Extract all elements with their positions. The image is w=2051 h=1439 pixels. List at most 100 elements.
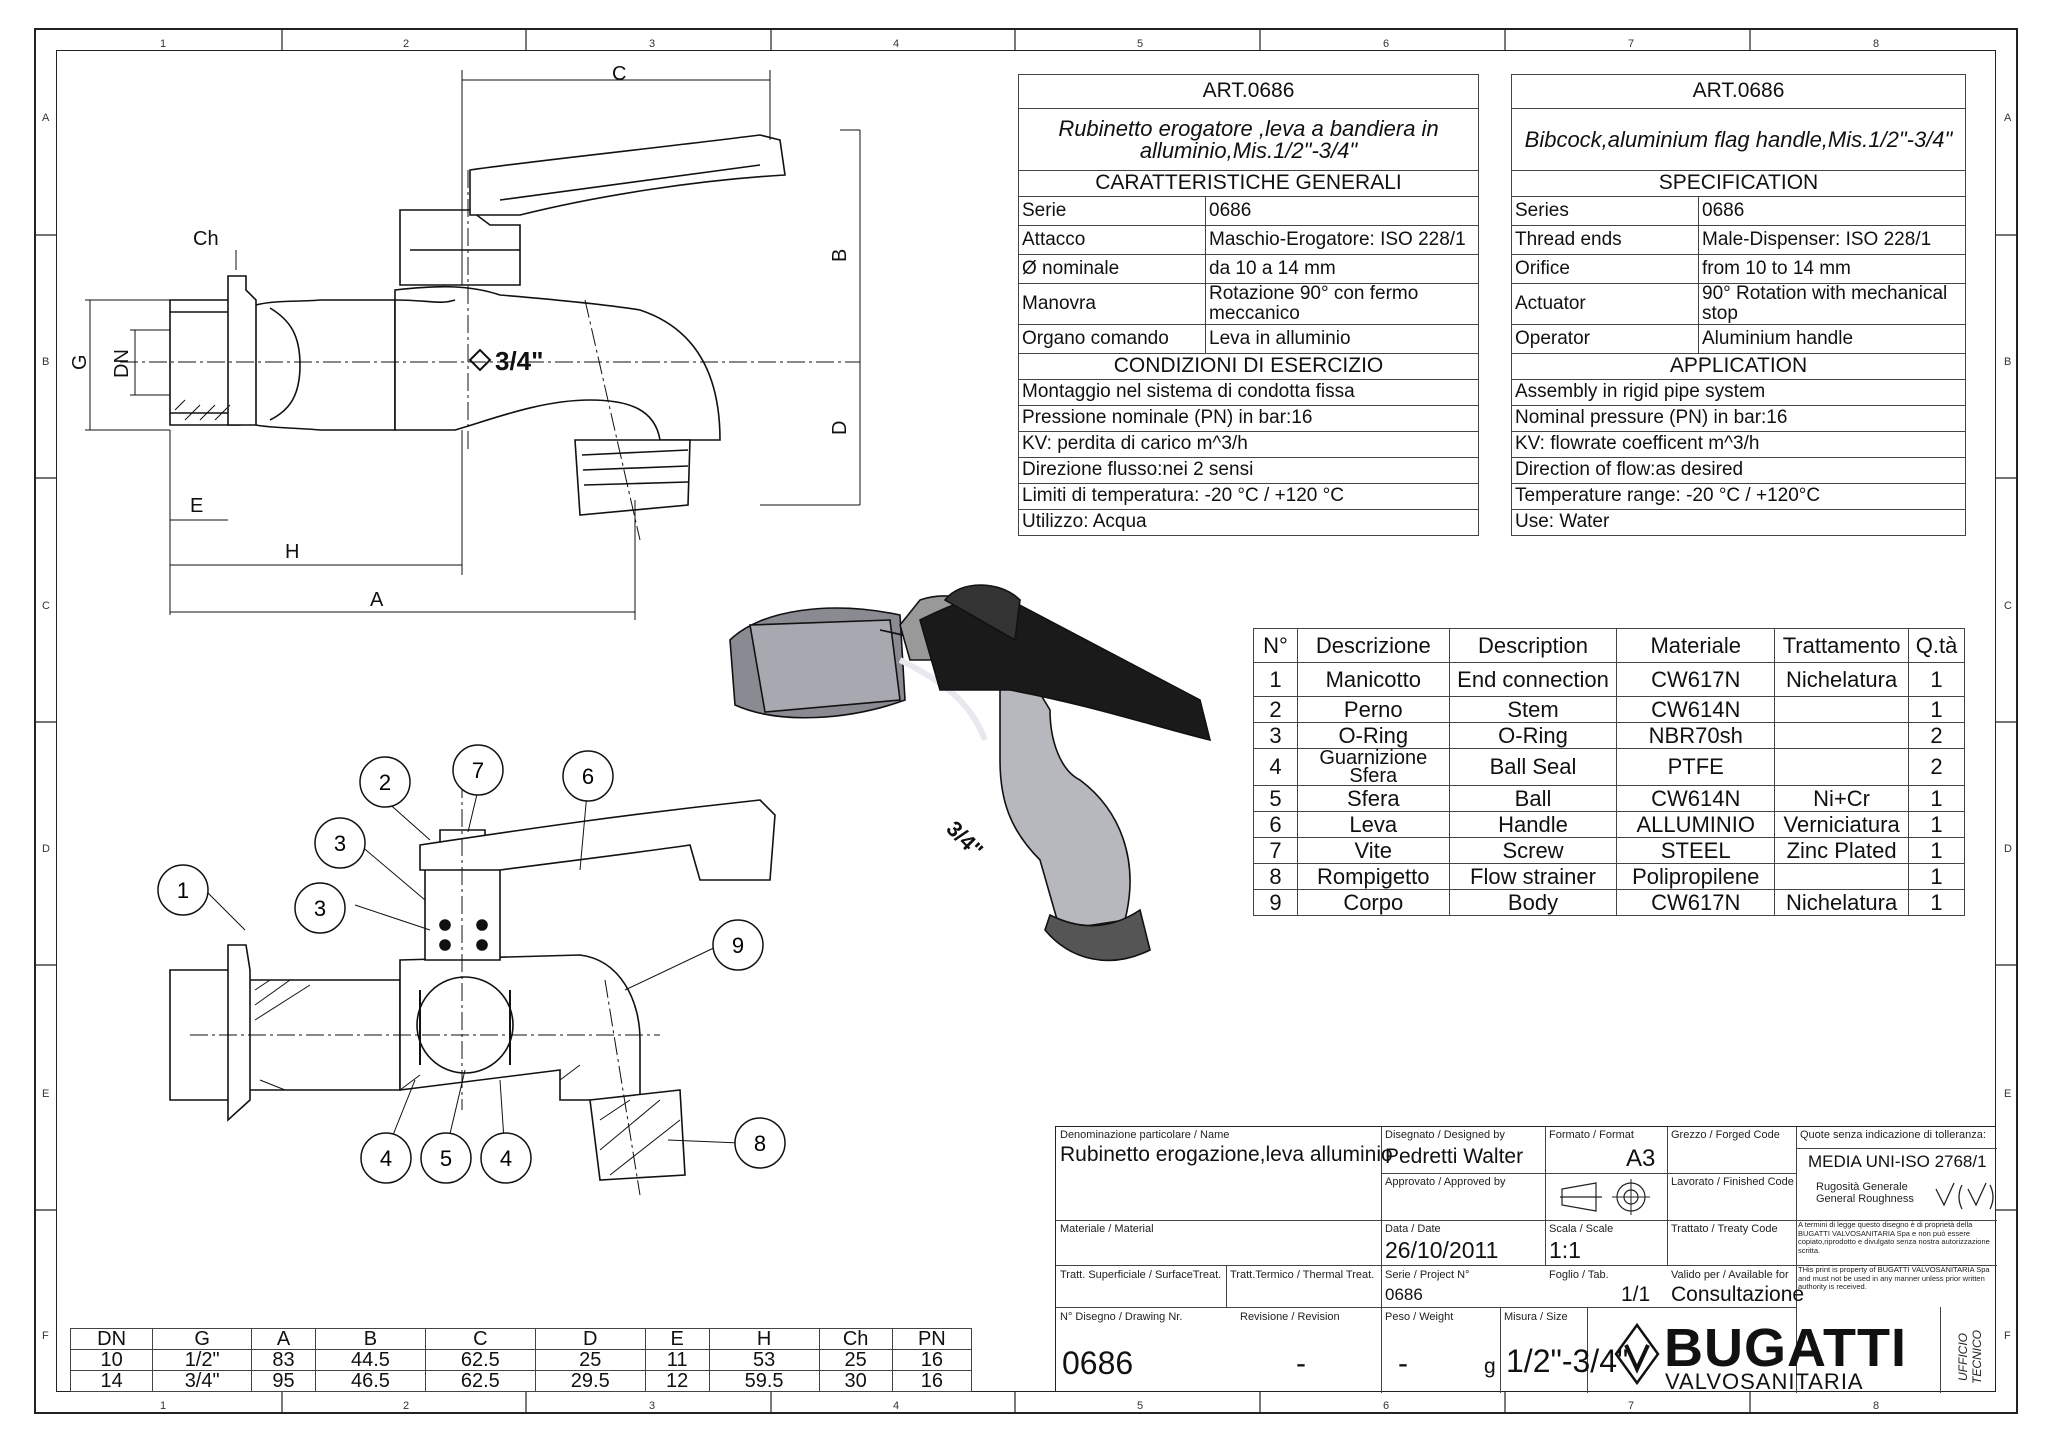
zone-row-label: A [42, 112, 50, 124]
spec-key: Ø nominale [1018, 254, 1206, 284]
zone-row-label: C [42, 600, 50, 612]
tb-finished-label: Lavorato / Finished Code [1671, 1176, 1794, 1188]
dim-e-label: E [190, 495, 203, 517]
balloon-number: 1 [177, 878, 189, 903]
spec-key: Thread ends [1511, 225, 1699, 255]
bom-cell [1774, 863, 1910, 890]
bom-cell [1774, 722, 1910, 749]
bom-cell: NBR70sh [1616, 722, 1776, 749]
dims-cell: 83 [251, 1349, 317, 1371]
spec-row: KV: flowrate coefficent m^3/h [1511, 430, 1966, 458]
drawing-outer-frame [34, 28, 2018, 1414]
zone-col-label: 6 [1383, 1400, 1390, 1412]
bom-cell [1774, 748, 1910, 786]
dims-cell: 95 [251, 1370, 317, 1392]
bom-cell: CW617N [1616, 889, 1776, 916]
dims-cell: 29.5 [534, 1370, 646, 1392]
dims-cell: 44.5 [315, 1349, 426, 1371]
tb-project-value: 0686 [1385, 1285, 1423, 1304]
spec-row: Temperature range: -20 °C / +120°C [1511, 482, 1966, 510]
tb-weight-value: - [1398, 1347, 1408, 1380]
spec-row: Direction of flow:as desired [1511, 456, 1966, 484]
bom-cell: 2 [1908, 748, 1965, 786]
bom-header-cell: Materiale [1616, 628, 1776, 663]
tb-revision-label: Revisione / Revision [1240, 1311, 1340, 1323]
balloon-circle [480, 1132, 532, 1184]
dims-header-cell: C [424, 1328, 536, 1350]
tb-sheet-label: Foglio / Tab. [1549, 1269, 1609, 1281]
bom-cell: Sfera [1296, 785, 1450, 812]
balloon-number: 7 [472, 758, 484, 783]
zone-col-label: 1 [160, 1400, 167, 1412]
spec-key: Series [1511, 196, 1699, 226]
spec-condition: Pressione nominale (PN) in bar:16 [1018, 404, 1479, 432]
zone-row-label: C [2004, 600, 2012, 612]
bom-cell: Perno [1296, 696, 1450, 723]
roughness-symbol-icon [1935, 1182, 1994, 1210]
zone-row-label: A [2004, 112, 2012, 124]
spec-condition: KV: perdita di carico m^3/h [1018, 430, 1479, 458]
drawing-inner-frame [56, 50, 1996, 1392]
spec-table-italian: ART.0686 Rubinetto erogatore ,leva a ban… [1018, 74, 1479, 536]
bom-cell: 1 [1908, 785, 1965, 812]
tb-weight-label: Peso / Weight [1385, 1311, 1454, 1323]
dims-header-cell: E [644, 1328, 710, 1350]
bom-cell: Corpo [1296, 889, 1450, 916]
dims-header-cell: H [708, 1328, 820, 1350]
spec-key: Actuator [1511, 283, 1699, 325]
bom-cell: CW614N [1616, 785, 1776, 812]
tb-forged-label: Grezzo / Forged Code [1671, 1129, 1780, 1141]
bom-cell: O-Ring [1448, 722, 1618, 749]
dims-header-cell: A [251, 1328, 317, 1350]
spec-row: Use: Water [1511, 508, 1966, 536]
bom-cell: Guarnizione Sfera [1296, 748, 1450, 786]
tb-name-value: Rubinetto erogazione,leva alluminio [1060, 1143, 1393, 1166]
spec-en-art: ART.0686 [1511, 74, 1966, 109]
zone-row-label: E [2004, 1088, 2012, 1100]
bom-cell: Screw [1448, 837, 1618, 864]
section-view [169, 780, 776, 1196]
zone-row-label: B [42, 356, 50, 368]
balloon-number: 9 [732, 933, 744, 958]
bom-cell: Manicotto [1296, 662, 1450, 697]
dim-ch-label: Ch [193, 228, 219, 250]
dim-c-label: C [612, 63, 626, 85]
balloon-circle [360, 1132, 412, 1184]
spec-condition: Use: Water [1511, 508, 1966, 536]
spec-value: Rotazione 90° con fermo meccanico [1205, 283, 1479, 325]
spec-value: from 10 to 14 mm [1698, 254, 1966, 284]
bom-cell: 3 [1253, 722, 1298, 749]
spec-it-art: ART.0686 [1018, 74, 1479, 109]
spec-condition: Direzione flusso:nei 2 sensi [1018, 456, 1479, 484]
size-mark-render: 3/4" [941, 816, 988, 863]
bom-cell: 2 [1253, 696, 1298, 723]
spec-key: Operator [1511, 323, 1699, 354]
dims-cell: 12 [644, 1370, 710, 1392]
spec-it-section2: CONDIZIONI DI ESERCIZIO [1018, 352, 1479, 380]
tb-tolerance-label: Quote senza indicazione di tolleranza: [1800, 1129, 1986, 1141]
spec-condition: KV: flowrate coefficent m^3/h [1511, 430, 1966, 458]
bom-cell: Nichelatura [1774, 889, 1910, 916]
zone-col-label: 5 [1137, 38, 1144, 50]
spec-table-english: ART.0686 Bibcock,aluminium flag handle,M… [1511, 74, 1966, 536]
zone-row-label: D [2004, 843, 2012, 855]
zone-col-label: 4 [893, 38, 900, 50]
bom-cell: CW614N [1616, 696, 1776, 723]
tb-date-label: Data / Date [1385, 1223, 1441, 1235]
dims-cell: 25 [534, 1349, 646, 1371]
bom-cell: Zinc Plated [1774, 837, 1910, 864]
zone-col-label: 8 [1873, 38, 1880, 50]
bom-cell: 1 [1908, 889, 1965, 916]
tb-legal-it: A termini di legge questo disegno è di p… [1798, 1220, 1990, 1255]
tb-name-label: Denominazione particolare / Name [1060, 1129, 1230, 1141]
tb-weight-unit: g [1484, 1355, 1496, 1378]
